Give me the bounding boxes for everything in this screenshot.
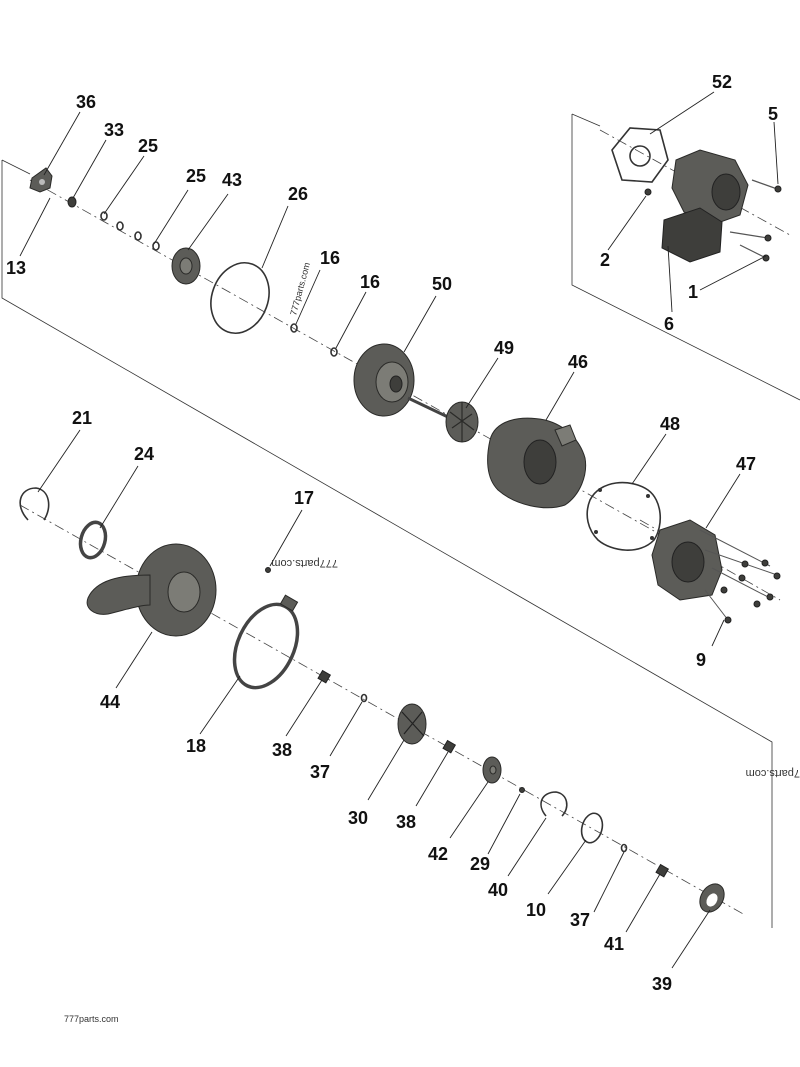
callout-46[interactable]: 46 [568, 352, 588, 372]
assembly-frame-main [1, 159, 773, 928]
part-46-turbine-housing[interactable] [487, 417, 587, 509]
callout-44[interactable]: 44 [100, 692, 120, 712]
part-30-compressor-wheel[interactable] [397, 703, 427, 745]
watermark-center: 777parts.com [271, 557, 338, 569]
leader-lines [19, 91, 779, 969]
callout-16-a[interactable]: 16 [320, 248, 340, 268]
callout-37-b[interactable]: 37 [570, 910, 590, 930]
callout-9[interactable]: 9 [696, 650, 706, 670]
part-5-bolt[interactable] [751, 179, 782, 193]
part-37-ring-b[interactable] [620, 843, 628, 853]
part-1-bolts[interactable] [729, 231, 772, 262]
callout-5[interactable]: 5 [768, 104, 778, 124]
callouts: 36 33 25 25 43 26 13 16 16 50 49 46 48 4… [6, 72, 778, 994]
part-17-screw[interactable] [265, 567, 271, 573]
part-41-nut[interactable] [655, 863, 670, 878]
part-39-washer[interactable] [695, 880, 729, 917]
part-52-flange-gasket[interactable] [611, 127, 669, 183]
callout-16-b[interactable]: 16 [360, 272, 380, 292]
callout-38-a[interactable]: 38 [272, 740, 292, 760]
part-10-o-ring[interactable] [578, 811, 605, 845]
part-44-compressor-housing[interactable] [86, 543, 217, 637]
callout-21[interactable]: 21 [72, 408, 92, 428]
callout-6[interactable]: 6 [664, 314, 674, 334]
assembly-frame-subassembly [571, 113, 800, 401]
part-24-seal-ring[interactable] [77, 520, 109, 561]
part-16-small-rings[interactable] [290, 323, 338, 357]
callout-38-b[interactable]: 38 [396, 812, 416, 832]
callout-41[interactable]: 41 [604, 934, 624, 954]
callout-10[interactable]: 10 [526, 900, 546, 920]
part-wastegate-housing[interactable] [671, 149, 749, 226]
part-33-washer[interactable] [67, 196, 77, 208]
part-47-outlet-flange[interactable] [651, 519, 723, 601]
part-40-circlip[interactable] [540, 791, 568, 817]
callout-17[interactable]: 17 [294, 488, 314, 508]
part-42-thrust-collar[interactable] [482, 756, 502, 784]
part-26-large-o-ring[interactable] [201, 255, 278, 342]
watermark-right-edge: 7parts.com [746, 767, 800, 779]
callout-43[interactable]: 43 [222, 170, 242, 190]
callout-49[interactable]: 49 [494, 338, 514, 358]
callout-37-a[interactable]: 37 [310, 762, 330, 782]
part-18-v-band-clamp[interactable] [222, 594, 310, 697]
part-38-nut-b[interactable] [442, 739, 457, 754]
callout-13[interactable]: 13 [6, 258, 26, 278]
callout-25-b[interactable]: 25 [186, 166, 206, 186]
callout-48[interactable]: 48 [660, 414, 680, 434]
part-2-nut[interactable] [644, 188, 652, 196]
part-29-small-ring[interactable] [519, 787, 525, 793]
part-50-bearing-housing[interactable] [353, 343, 415, 417]
part-49-turbine-wheel-shaft[interactable] [407, 396, 479, 443]
watermark-bottom-left: 777parts.com [64, 1014, 119, 1024]
part-48-gasket[interactable] [586, 481, 661, 551]
callout-1[interactable]: 1 [688, 282, 698, 302]
part-25-o-rings[interactable] [100, 211, 160, 251]
part-37-ring-a[interactable] [360, 693, 368, 703]
callout-50[interactable]: 50 [432, 274, 452, 294]
callout-2[interactable]: 2 [600, 250, 610, 270]
callout-47[interactable]: 47 [736, 454, 756, 474]
callout-26[interactable]: 26 [288, 184, 308, 204]
part-6-actuator[interactable] [661, 207, 723, 263]
callout-18[interactable]: 18 [186, 736, 206, 756]
watermark-vertical: 777parts.com [288, 261, 312, 316]
part-21-snap-ring[interactable] [19, 487, 50, 521]
part-36-bracket[interactable] [29, 167, 53, 193]
callout-36[interactable]: 36 [76, 92, 96, 112]
callout-29[interactable]: 29 [470, 854, 490, 874]
callout-42[interactable]: 42 [428, 844, 448, 864]
callout-24[interactable]: 24 [134, 444, 154, 464]
callout-40[interactable]: 40 [488, 880, 508, 900]
callout-33[interactable]: 33 [104, 120, 124, 140]
callout-39[interactable]: 39 [652, 974, 672, 994]
part-43-seal-disc[interactable] [171, 247, 201, 285]
part-38-nut-a[interactable] [317, 669, 332, 684]
part-9-bolts[interactable] [699, 529, 781, 624]
callout-52[interactable]: 52 [712, 72, 732, 92]
callout-25-a[interactable]: 25 [138, 136, 158, 156]
callout-30[interactable]: 30 [348, 808, 368, 828]
